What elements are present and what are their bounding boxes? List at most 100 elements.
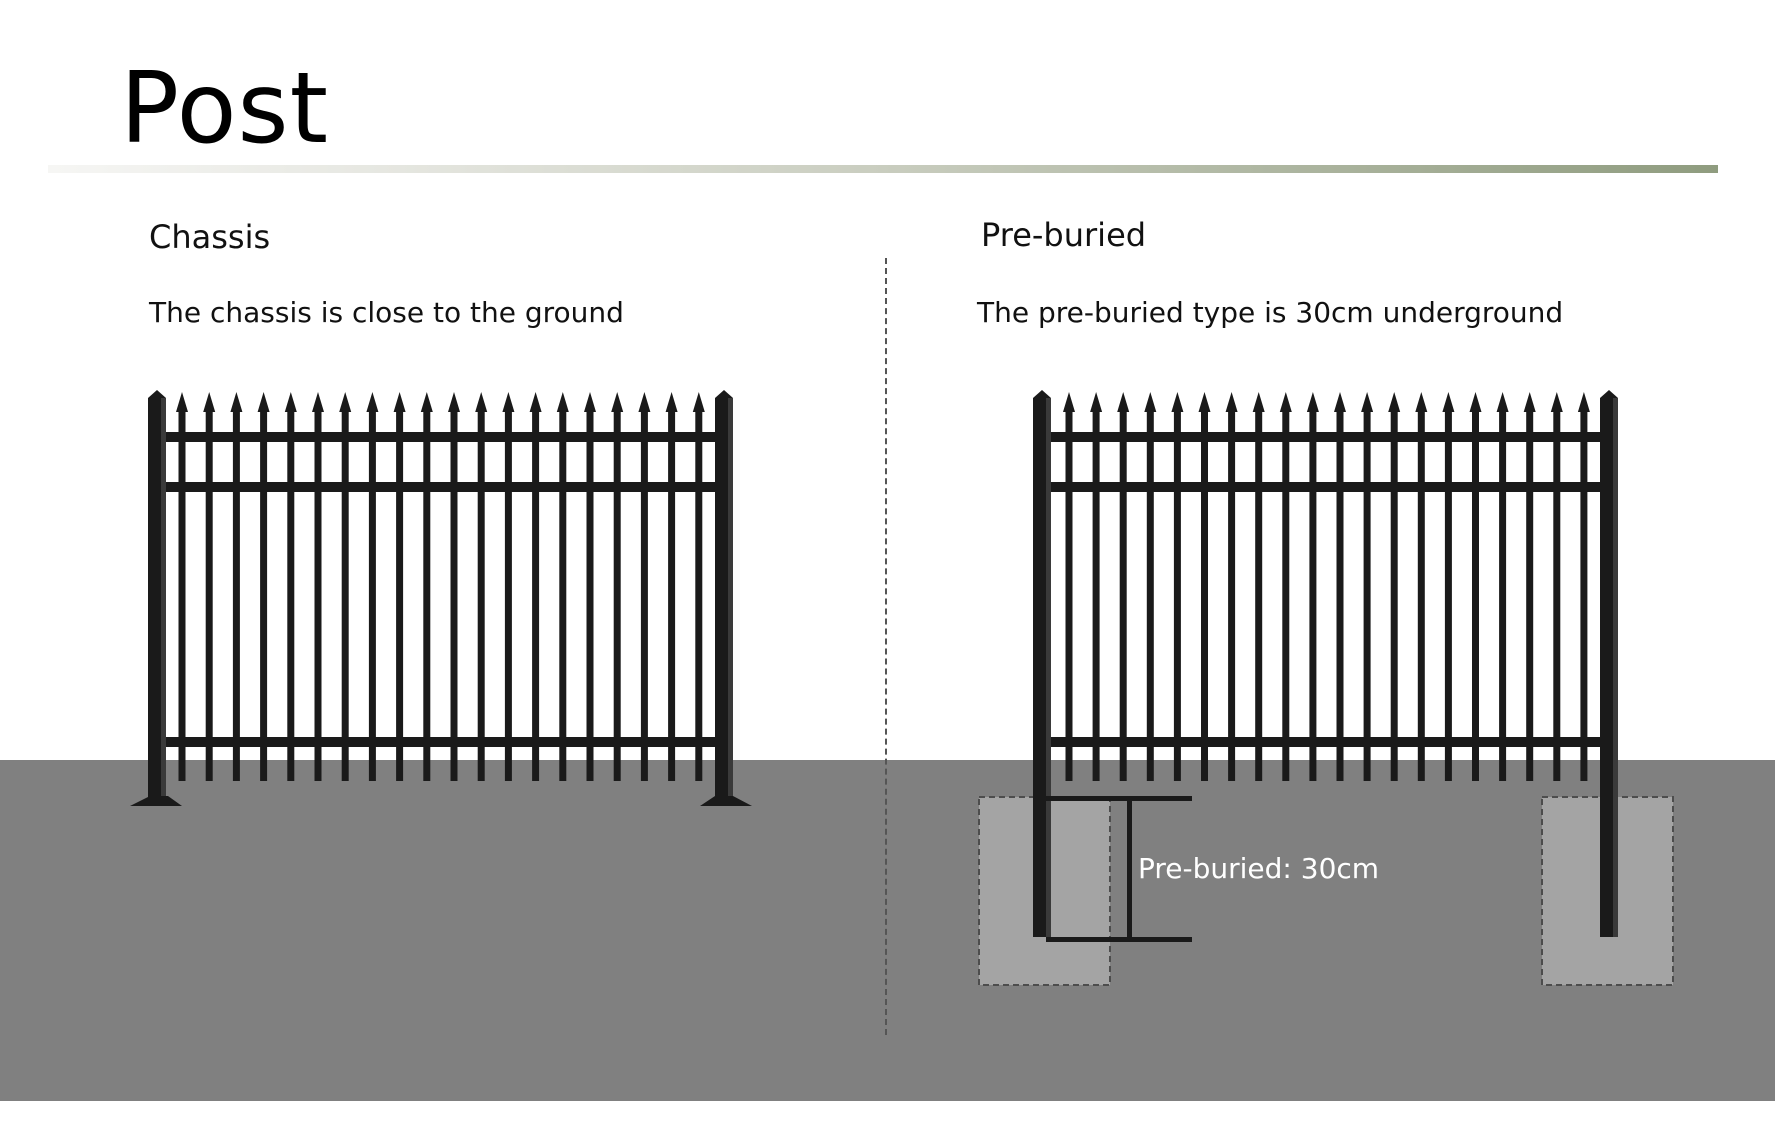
picket-spear-tip [1361, 392, 1374, 412]
picket-spear-tip [176, 392, 188, 412]
post-cap [148, 390, 166, 398]
picket-spear-tip [584, 392, 596, 412]
picket-spear-tip [1225, 392, 1238, 412]
fence-picket [1065, 408, 1073, 781]
picket-spear-tip [366, 392, 379, 412]
fence-picket [1201, 408, 1208, 781]
fence-picket [668, 408, 676, 781]
fence-picket [695, 408, 703, 781]
picket-spear-tip [257, 392, 270, 412]
picket-spear-tip [1442, 392, 1455, 412]
fence-picket [368, 408, 376, 781]
fence-picket [532, 408, 540, 781]
ground [0, 760, 1775, 1101]
fence-rail [1045, 482, 1602, 492]
picket-spear-tip [1550, 392, 1563, 412]
pre-buried-fence [978, 390, 1674, 986]
picket-spear-tip [339, 392, 352, 412]
picket-spear-tip [312, 392, 324, 412]
picket-spear-tip [393, 392, 406, 412]
fence-picket [504, 408, 512, 781]
fence-picket [1553, 408, 1561, 781]
fence-picket [1282, 408, 1290, 781]
fence-picket [1417, 408, 1425, 781]
picket-spear-tip [420, 392, 433, 412]
section-divider [885, 258, 887, 1035]
dimension-vertical-line [1127, 796, 1132, 942]
fence-picket [341, 408, 349, 781]
fence-picket [260, 408, 268, 781]
post-shade [161, 398, 166, 800]
picket-spear-tip [230, 392, 243, 412]
fence-picket [1580, 408, 1588, 781]
picket-spear-tip [1090, 392, 1103, 412]
picket-spear-tip [638, 392, 651, 412]
page-title: Post [120, 52, 330, 166]
fence-picket [287, 408, 295, 781]
picket-spear-tip [665, 392, 678, 412]
fence-picket [1444, 408, 1452, 781]
picket-spear-tip [1415, 392, 1428, 412]
picket-spear-tip [1279, 392, 1292, 412]
chassis-description: The chassis is close to the ground [149, 296, 624, 329]
fence-picket [1390, 408, 1398, 781]
fence-rail [160, 482, 722, 492]
fence-picket [396, 408, 404, 781]
fence-picket [314, 408, 322, 781]
fence-picket [1336, 408, 1344, 781]
picket-spear-tip [1469, 392, 1482, 412]
fence-picket [1092, 408, 1100, 781]
fence-picket [586, 408, 594, 781]
picket-spear-tip [611, 392, 624, 412]
pre-buried-dimension-label: Pre-buried: 30cm [1138, 852, 1380, 885]
fence-picket [640, 408, 648, 781]
picket-spear-tip [284, 392, 297, 412]
post-shade [1613, 398, 1618, 937]
fence-picket [232, 408, 240, 781]
fence-picket [423, 408, 431, 781]
fence-picket [1363, 408, 1371, 781]
dimension-top-line [1046, 796, 1192, 801]
picket-spear-tip [1388, 392, 1401, 412]
pre-buried-heading: Pre-buried [981, 216, 1147, 254]
fence-picket [205, 408, 213, 781]
picket-spear-tip [1117, 392, 1130, 412]
picket-spear-tip [692, 392, 705, 412]
post-shade [728, 398, 733, 800]
fence-picket [1228, 408, 1236, 781]
post-shade [1046, 398, 1051, 937]
picket-spear-tip [1334, 392, 1346, 412]
picket-spear-tip [1496, 392, 1509, 412]
fence-picket [1309, 408, 1317, 781]
picket-spear-tip [1144, 392, 1157, 412]
chassis-heading: Chassis [149, 218, 271, 256]
picket-spear-tip [1577, 392, 1590, 412]
picket-spear-tip [1171, 392, 1184, 412]
fence-picket [1119, 408, 1127, 781]
picket-spear-tip [1198, 392, 1211, 412]
dimension-bottom-line [1046, 937, 1192, 942]
fence-picket [1146, 408, 1154, 781]
fence-picket [1173, 408, 1181, 781]
picket-spear-tip [502, 392, 515, 412]
fence-picket [178, 408, 186, 781]
picket-spear-tip [203, 392, 216, 412]
chassis-fence [130, 390, 752, 806]
fence-picket [1255, 408, 1263, 781]
picket-spear-tip [556, 392, 569, 412]
fence-picket [1472, 408, 1479, 781]
fence-rail [160, 737, 722, 747]
fence-rail [1045, 737, 1602, 747]
picket-spear-tip [529, 392, 542, 412]
picket-spear-tip [475, 392, 488, 412]
fence-rail [1045, 432, 1602, 442]
pre-buried-description: The pre-buried type is 30cm underground [977, 296, 1564, 329]
fence-picket [450, 408, 458, 781]
picket-spear-tip [1063, 392, 1075, 412]
chassis-base-plate [700, 796, 752, 806]
fence-picket [559, 408, 567, 781]
post-cap [1033, 390, 1051, 398]
fence-picket [1526, 408, 1534, 781]
picket-spear-tip [1306, 392, 1319, 412]
